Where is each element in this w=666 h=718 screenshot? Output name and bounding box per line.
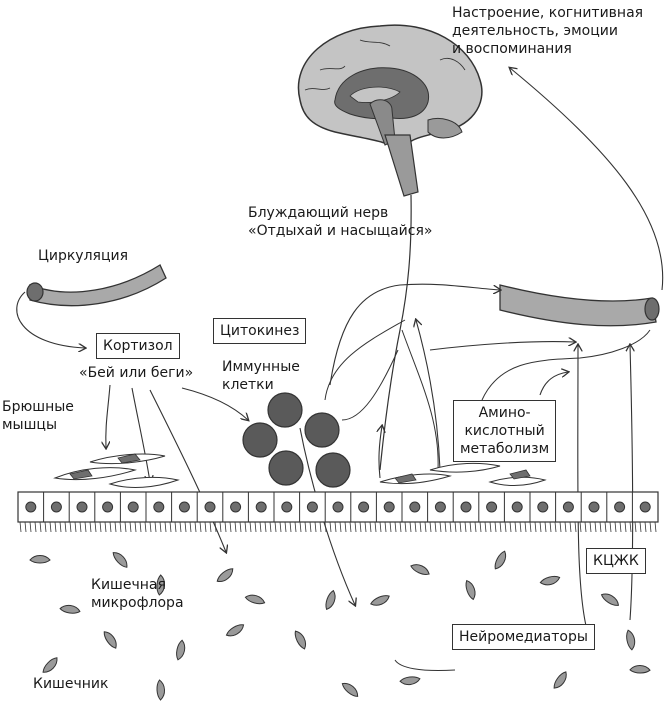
bacterium: [629, 665, 651, 674]
cell-nucleus: [230, 501, 242, 513]
fight-or-flight-label: «Бей или беги»: [79, 365, 194, 381]
cell-nucleus: [358, 501, 370, 513]
bacterium: [399, 676, 421, 686]
immune-cell-icon: [242, 392, 351, 488]
bacterium: [216, 568, 234, 583]
bacterium: [59, 604, 81, 614]
cell-nucleus: [255, 501, 267, 513]
blood-vessel-icon: [26, 264, 167, 307]
cell-nucleus: [383, 501, 395, 513]
vagus-branch: [324, 319, 439, 471]
cell-nucleus: [562, 501, 574, 513]
bacterium: [176, 639, 186, 661]
scfa-box: КЦЖК: [586, 548, 646, 574]
blood-vessel-icon: [499, 284, 660, 327]
bacterium: [325, 589, 336, 611]
bacterium: [494, 550, 507, 570]
bacterium: [600, 593, 620, 606]
cell-nucleus: [204, 501, 216, 513]
bacterium: [42, 657, 58, 673]
circulation-label: Циркуляция: [38, 248, 129, 264]
neurotransmitters-box: Нейромедиаторы: [452, 624, 595, 650]
cell-nucleus: [460, 501, 472, 513]
vagus-label: Блуждающий нерв «Отдыхай и насыщайся»: [248, 205, 433, 239]
cell-nucleus: [102, 501, 114, 513]
bacterium: [465, 579, 476, 601]
cell-nucleus: [76, 501, 88, 513]
brain-icon: [297, 24, 483, 197]
microflora-label: Кишечная микрофлора: [91, 577, 184, 611]
bacterium: [244, 594, 266, 605]
cell-nucleus: [25, 501, 37, 513]
amino-acid-box: Амино- кислотный метаболизм: [453, 400, 557, 462]
bacterium: [29, 555, 51, 564]
cell-nucleus: [486, 501, 498, 513]
cell-nucleus: [306, 501, 318, 513]
cell-nucleus: [178, 501, 190, 513]
cell-nucleus: [50, 501, 62, 513]
bacterium: [341, 682, 359, 697]
bacterium: [294, 630, 306, 650]
bacterium: [553, 671, 567, 689]
bacterium: [370, 595, 390, 606]
muscle-fibers: [53, 453, 547, 488]
epithelium: [17, 491, 659, 533]
top-right-label: Настроение, когнитивная деятельность, эм…: [452, 5, 644, 57]
cell-nucleus: [588, 501, 600, 513]
bacterium: [539, 575, 561, 586]
cell-nucleus: [614, 501, 626, 513]
immune-cells-label: Иммунные клетки: [222, 359, 300, 393]
bacterium: [156, 679, 165, 701]
gut-label: Кишечник: [33, 676, 109, 692]
abdominal-muscles-label: Брюшные мышцы: [2, 399, 74, 433]
cell-nucleus: [639, 501, 651, 513]
bacterium: [225, 624, 245, 637]
cell-nucleus: [434, 501, 446, 513]
bacterium: [410, 564, 430, 575]
bacterium: [112, 552, 128, 568]
bacteria-icon: [29, 550, 651, 701]
cell-nucleus: [409, 501, 421, 513]
cell-nucleus: [153, 501, 165, 513]
cell-nucleus: [537, 501, 549, 513]
cell-nucleus: [332, 501, 344, 513]
cell-nucleus: [281, 501, 293, 513]
bacterium: [156, 574, 165, 596]
cell-nucleus: [511, 501, 523, 513]
bacterium: [626, 629, 636, 651]
cortisol-box: Кортизол: [96, 333, 180, 359]
bacterium: [103, 631, 117, 649]
cytokines-box: Цитокинез: [213, 318, 307, 344]
cell-nucleus: [127, 501, 139, 513]
